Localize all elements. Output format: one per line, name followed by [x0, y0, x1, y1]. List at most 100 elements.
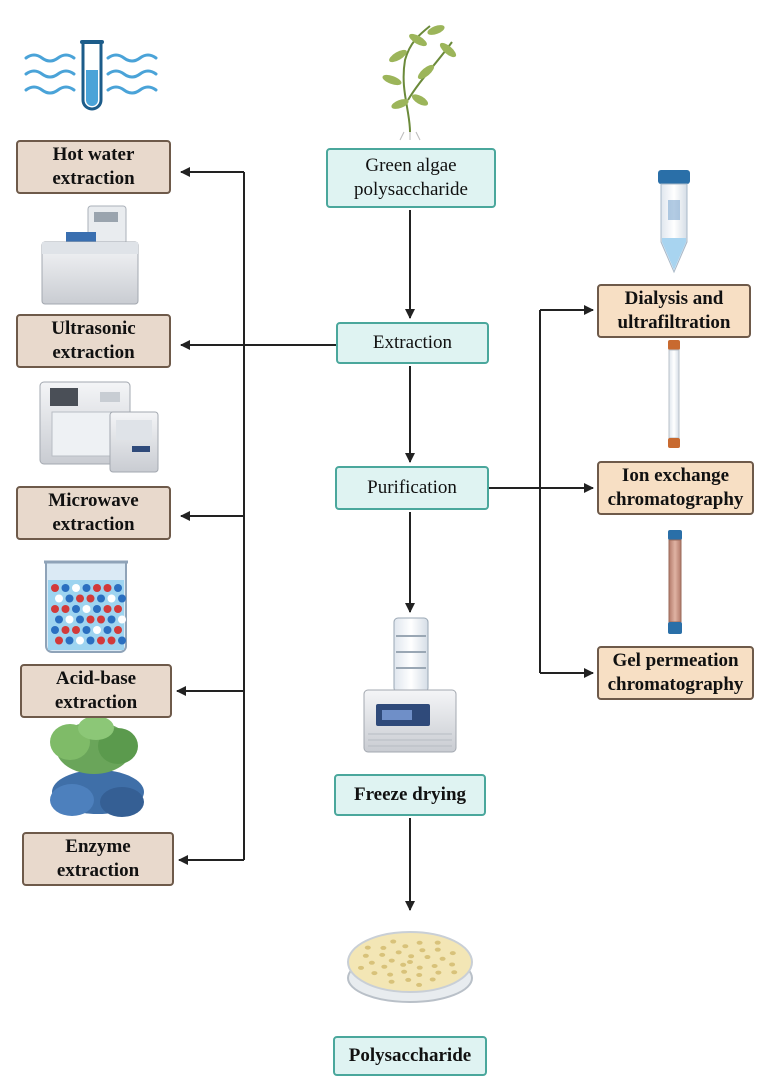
enzyme-protein-icon [50, 716, 144, 817]
petri-dot [416, 982, 423, 987]
petri-dot [429, 977, 436, 982]
green-algae-polysaccharide-box: Green algae polysaccharide [326, 148, 496, 208]
freeze-drying-box: Freeze drying [334, 774, 486, 816]
petri-dot [371, 971, 378, 976]
molecule-dot [93, 626, 101, 634]
molecule-dot [82, 626, 91, 634]
hot-water-extraction-box: Hot water extraction [16, 140, 171, 194]
petri-dot [449, 951, 456, 956]
petri-dot [439, 956, 446, 961]
petri-dot [431, 963, 438, 968]
gel-permeation-chromatography-label: Gel permeation chromatography [607, 650, 744, 695]
molecule-dot [72, 626, 80, 634]
molecule-dot [86, 615, 95, 624]
molecule-dot [76, 594, 84, 603]
petri-dot [416, 973, 423, 978]
petri-dot [402, 944, 409, 949]
molecule-dot [86, 594, 95, 603]
molecule-dot [65, 636, 74, 645]
purification-label: Purification [367, 477, 457, 498]
molecule-dot [103, 626, 112, 634]
water-bath-icon [41, 205, 139, 305]
molecule-dots [51, 584, 126, 645]
molecule-dot [55, 636, 63, 645]
petri-dot [358, 965, 365, 970]
petri-dot [416, 940, 423, 945]
molecule-dot [76, 636, 84, 645]
ion-exchange-column-icon [668, 340, 680, 448]
acid-base-extraction-box: Acid-base extraction [20, 664, 172, 718]
molecule-dot [97, 636, 105, 645]
ion-exchange-chromatography-box: Ion exchange chromatography [597, 461, 754, 515]
molecule-dot [114, 584, 122, 592]
petri-dot [435, 970, 442, 975]
green-algae-polysaccharide-label: Green algae polysaccharide [354, 155, 468, 200]
petri-dot [379, 952, 386, 957]
molecule-dot [51, 626, 59, 634]
microwave-device-icon [109, 411, 159, 473]
petri-dish-icon [347, 931, 473, 1003]
petri-dot [362, 953, 369, 958]
ultrasonic-extraction-label: Ultrasonic extraction [51, 318, 136, 363]
hot-water-extraction-label: Hot water extraction [52, 144, 135, 189]
petri-dot [381, 964, 388, 969]
acid-base-extraction-label: Acid-base extraction [54, 668, 138, 713]
molecule-dot [114, 605, 122, 613]
extraction-box: Extraction [336, 322, 489, 364]
molecule-dot [72, 584, 80, 592]
petri-dot [364, 945, 371, 950]
molecule-dot [97, 594, 105, 603]
connectors [176, 167, 594, 911]
microwave-extraction-box: Microwave extraction [16, 486, 171, 540]
beaker-molecules-icon [44, 560, 128, 653]
polysaccharide-box: Polysaccharide [333, 1036, 487, 1076]
molecule-dot [76, 615, 84, 624]
ultrasonic-extraction-box: Ultrasonic extraction [16, 314, 171, 368]
molecule-dot [107, 594, 116, 603]
extraction-label: Extraction [372, 332, 453, 353]
molecule-dot [107, 615, 116, 624]
molecule-dot [65, 594, 74, 603]
petri-dot [395, 950, 402, 955]
petri-dot [419, 948, 426, 953]
molecule-dot [82, 584, 91, 592]
gel-column-icon [668, 530, 682, 634]
petri-dot [451, 970, 458, 975]
enzyme-extraction-box: Enzyme extraction [22, 832, 174, 886]
molecule-dot [107, 636, 116, 645]
petri-dot [388, 979, 395, 984]
dialysis-ultrafiltration-box: Dialysis and ultrafiltration [597, 284, 751, 338]
petri-dot [416, 965, 423, 970]
petri-dot [434, 940, 441, 945]
water-test-tube-icon [24, 40, 158, 111]
molecule-dot [61, 605, 70, 613]
molecule-dot [103, 584, 112, 592]
ion-exchange-chromatography-label: Ion exchange chromatography [607, 465, 744, 510]
petri-dot [407, 960, 413, 964]
freeze-dryer-icon [363, 617, 457, 753]
molecule-dot [114, 626, 122, 634]
dialysis-ultrafiltration-label: Dialysis and ultrafiltration [617, 288, 731, 333]
gel-permeation-chromatography-box: Gel permeation chromatography [597, 646, 754, 700]
petri-dot [388, 958, 395, 963]
petri-dot [408, 954, 415, 959]
centrifuge-tube-icon [658, 170, 690, 274]
molecule-dot [103, 605, 112, 613]
petri-dot [380, 945, 387, 950]
molecule-dot [82, 605, 91, 613]
enzyme-extraction-label: Enzyme extraction [56, 836, 140, 881]
molecule-dot [51, 584, 59, 592]
petri-dot [405, 977, 412, 982]
petri-dot [368, 960, 375, 965]
petri-dot [400, 962, 407, 967]
molecule-dot [86, 636, 95, 645]
petri-dish-dots [358, 939, 458, 987]
polysaccharide-label: Polysaccharide [348, 1045, 472, 1066]
molecule-dot [55, 594, 63, 603]
petri-dot [434, 947, 441, 952]
petri-dot [424, 955, 431, 960]
microwave-extraction-label: Microwave extraction [48, 490, 139, 535]
petri-dot [401, 969, 408, 974]
molecule-dot [51, 605, 59, 613]
